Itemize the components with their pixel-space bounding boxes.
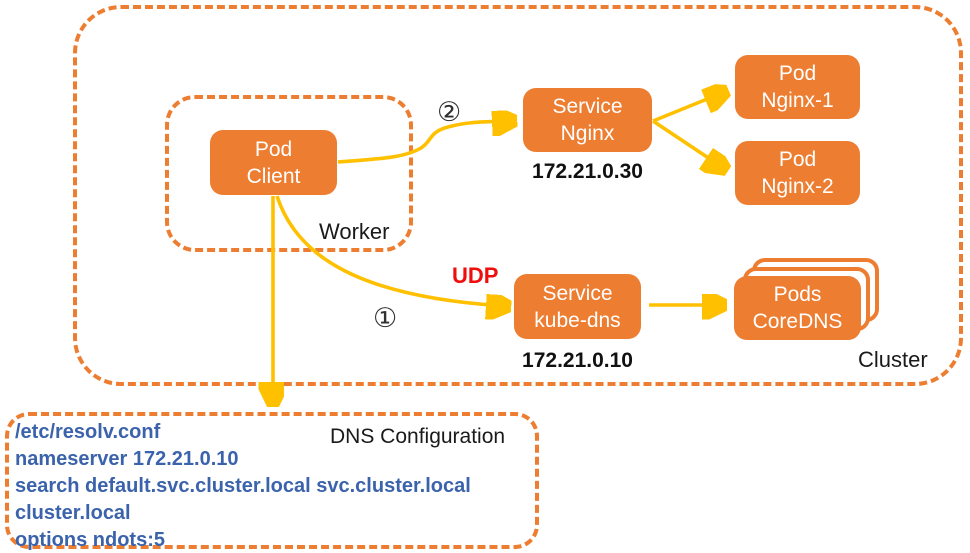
node-pod-client-line2: Client (246, 164, 301, 188)
node-pod-nginx-2: Pod Nginx-2 (735, 141, 860, 205)
cluster-boundary (73, 5, 963, 386)
node-coredns-line2: CoreDNS (752, 310, 843, 333)
node-service-nginx: Service Nginx (523, 88, 652, 152)
node-service-kubedns-line1: Service (542, 281, 613, 305)
resolv-conf-text: /etc/resolv.conf nameserver 172.21.0.10 … (15, 419, 471, 553)
node-pods-coredns: Pods CoreDNS (734, 276, 861, 340)
step-2-badge: ② (437, 97, 462, 127)
node-service-kubedns-line2: kube-dns (534, 308, 621, 332)
resolv-conf-line: nameserver 172.21.0.10 (15, 448, 239, 470)
cluster-label: Cluster (858, 347, 928, 372)
node-pod-nginx2-line2: Nginx-2 (761, 175, 834, 198)
worker-label: Worker (319, 219, 390, 244)
step-1-badge: ① (373, 303, 398, 333)
node-pod-client: Pod Client (210, 130, 337, 195)
node-pod-nginx-1: Pod Nginx-1 (735, 55, 860, 119)
udp-protocol-label: UDP (452, 263, 499, 288)
node-pod-nginx1-line1: Pod (778, 62, 817, 85)
resolv-conf-line: search default.svc.cluster.local svc.clu… (15, 475, 471, 497)
node-pod-client-line1: Pod (254, 137, 293, 161)
node-coredns-line1: Pods (773, 283, 822, 306)
resolv-conf-line: options ndots:5 (15, 529, 165, 551)
node-service-kube-dns: Service kube-dns (514, 274, 641, 339)
node-service-nginx-line1: Service (552, 95, 623, 118)
service-nginx-ip: 172.21.0.30 (532, 160, 643, 183)
service-kubedns-ip: 172.21.0.10 (522, 349, 633, 372)
resolv-conf-line: cluster.local (15, 502, 131, 524)
dns-configuration-title: DNS Configuration (330, 425, 506, 448)
dns-configuration-box (5, 412, 539, 549)
resolv-conf-line: /etc/resolv.conf (15, 421, 161, 443)
node-service-nginx-line2: Nginx (560, 122, 615, 145)
node-pod-nginx1-line2: Nginx-1 (761, 89, 834, 112)
node-pod-nginx2-line1: Pod (778, 148, 817, 171)
